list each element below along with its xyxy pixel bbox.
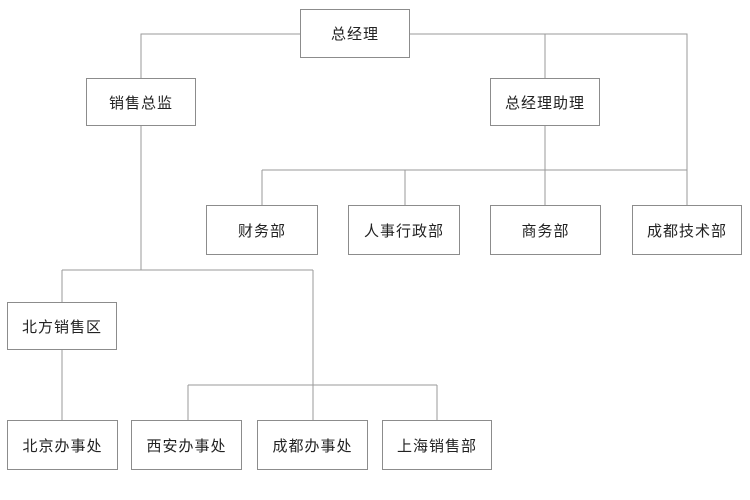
node-gm-assistant: 总经理助理 xyxy=(490,78,600,126)
node-chengdu-office: 成都办事处 xyxy=(257,420,368,470)
node-finance-dept: 财务部 xyxy=(206,205,318,255)
node-business-dept: 商务部 xyxy=(490,205,601,255)
connector-gm-right-trunk xyxy=(410,33,688,170)
connector-gm-sales-director xyxy=(140,33,300,78)
node-sales-director: 销售总监 xyxy=(86,78,196,126)
node-shanghai-sales-dept: 上海销售部 xyxy=(382,420,492,470)
node-chengdu-tech-dept: 成都技术部 xyxy=(632,205,742,255)
node-general-manager: 总经理 xyxy=(300,9,410,58)
node-beijing-office: 北京办事处 xyxy=(7,420,118,470)
node-hr-admin-dept: 人事行政部 xyxy=(348,205,460,255)
node-xian-office: 西安办事处 xyxy=(131,420,242,470)
node-north-sales-region: 北方销售区 xyxy=(7,302,117,350)
